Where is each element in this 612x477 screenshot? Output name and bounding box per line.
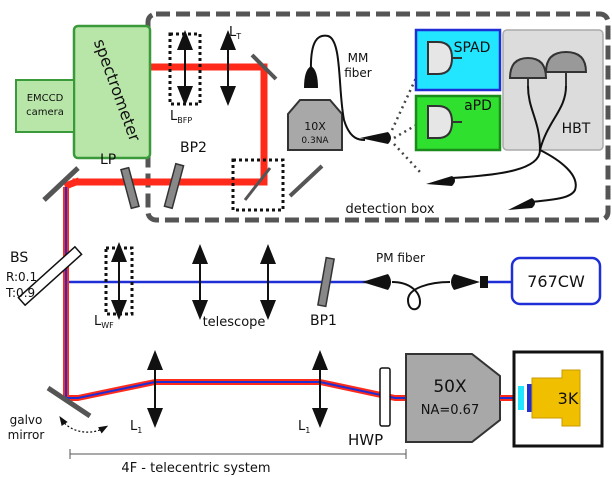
galvo-rotation-arrow: [59, 416, 109, 434]
pm-fiber-connector-right: [451, 274, 480, 290]
apd-detector-icon: [427, 105, 454, 139]
bp1-filter: [317, 256, 335, 308]
flip-mirror-dotted-box: [231, 158, 285, 212]
bs-transmit-label: T:0.9: [5, 286, 35, 300]
objective-50x-label: 50X: [433, 377, 467, 397]
l1-label-1: L1: [130, 419, 142, 435]
bs-reflect-label: R:0.1: [6, 270, 37, 284]
objective-10x-label-2: 0.3NA: [301, 136, 329, 146]
pm-fiber-ferrule: [480, 276, 488, 288]
cryostat-sample: [527, 384, 532, 412]
hwp-label: HWP: [348, 431, 383, 449]
laser-767cw-box: [510, 256, 602, 306]
emccd-camera-box: [15, 79, 75, 133]
telecentric-label: 4F - telecentric system: [121, 461, 270, 476]
lp-filter: [120, 166, 140, 210]
fiber-link-hbt: [393, 143, 421, 173]
pm-fiber-connector-left: [362, 274, 391, 290]
cryostat-window: [518, 386, 524, 410]
bp2-filter: [163, 162, 185, 210]
apd-label: aPD: [464, 98, 492, 114]
l-t-label: LT: [229, 25, 241, 41]
l-bfp-label: LBFP: [170, 109, 192, 125]
emccd-label-line1: EMCCD: [27, 93, 64, 104]
mm-fiber-cable: [309, 34, 366, 141]
spad-label: SPAD: [454, 40, 491, 56]
l-wf-label: LWF: [94, 314, 114, 330]
emccd-label-line2: camera: [26, 107, 64, 118]
galvo-label-2: mirror: [8, 428, 45, 442]
bs-label: BS: [10, 250, 28, 266]
spad-detector-icon: [427, 41, 454, 75]
galvo-mirror: [46, 385, 92, 419]
mm-fiber-connector-top: [304, 66, 318, 88]
galvo-label-1: galvo: [10, 413, 43, 427]
mm-fiber-label-2: fiber: [344, 66, 372, 80]
objective-50x: [405, 353, 501, 443]
hbt-detector-left-icon: [508, 56, 548, 79]
hbt-fiber-splitter: [451, 85, 577, 203]
mirror-red-top: [250, 53, 278, 81]
hbt-fiber-connector-1: [426, 176, 455, 186]
hbt-detector-right-icon: [544, 50, 588, 73]
flip-mirror: [243, 167, 272, 201]
fiber-link-spad: [390, 77, 418, 131]
mirror-top-left: [42, 166, 80, 202]
bp2-label: BP2: [180, 140, 207, 156]
pm-fiber-cable: [391, 281, 451, 311]
pm-fiber-label: PM fiber: [376, 251, 425, 265]
beam-splitter: [17, 245, 83, 307]
l1-label-2: L1: [298, 419, 310, 435]
telescope-label: telescope: [203, 315, 266, 330]
objective-50x-na-label: NA=0.67: [421, 403, 479, 418]
bp1-label: BP1: [310, 313, 337, 329]
objective-10x: [287, 99, 343, 151]
hwp-plate: [379, 367, 391, 427]
hbt-label: HBT: [562, 121, 591, 137]
laser-767cw-label: 767CW: [527, 272, 585, 291]
fiber-link-apd: [393, 122, 419, 140]
mm-fiber-label-1: MM: [348, 51, 369, 65]
lp-label: LP: [100, 152, 116, 168]
cryostat-label: 3K: [558, 389, 579, 408]
cryostat-coldfinger: [531, 369, 581, 427]
objective-10x-label-1: 10X: [304, 120, 326, 133]
hbt-fiber-connector-2: [508, 198, 535, 210]
mirror-to-objective: [288, 164, 324, 198]
detection-box-label: detection box: [345, 202, 434, 217]
red-beam: [63, 63, 268, 190]
mm-fiber-connector-right: [360, 132, 391, 144]
